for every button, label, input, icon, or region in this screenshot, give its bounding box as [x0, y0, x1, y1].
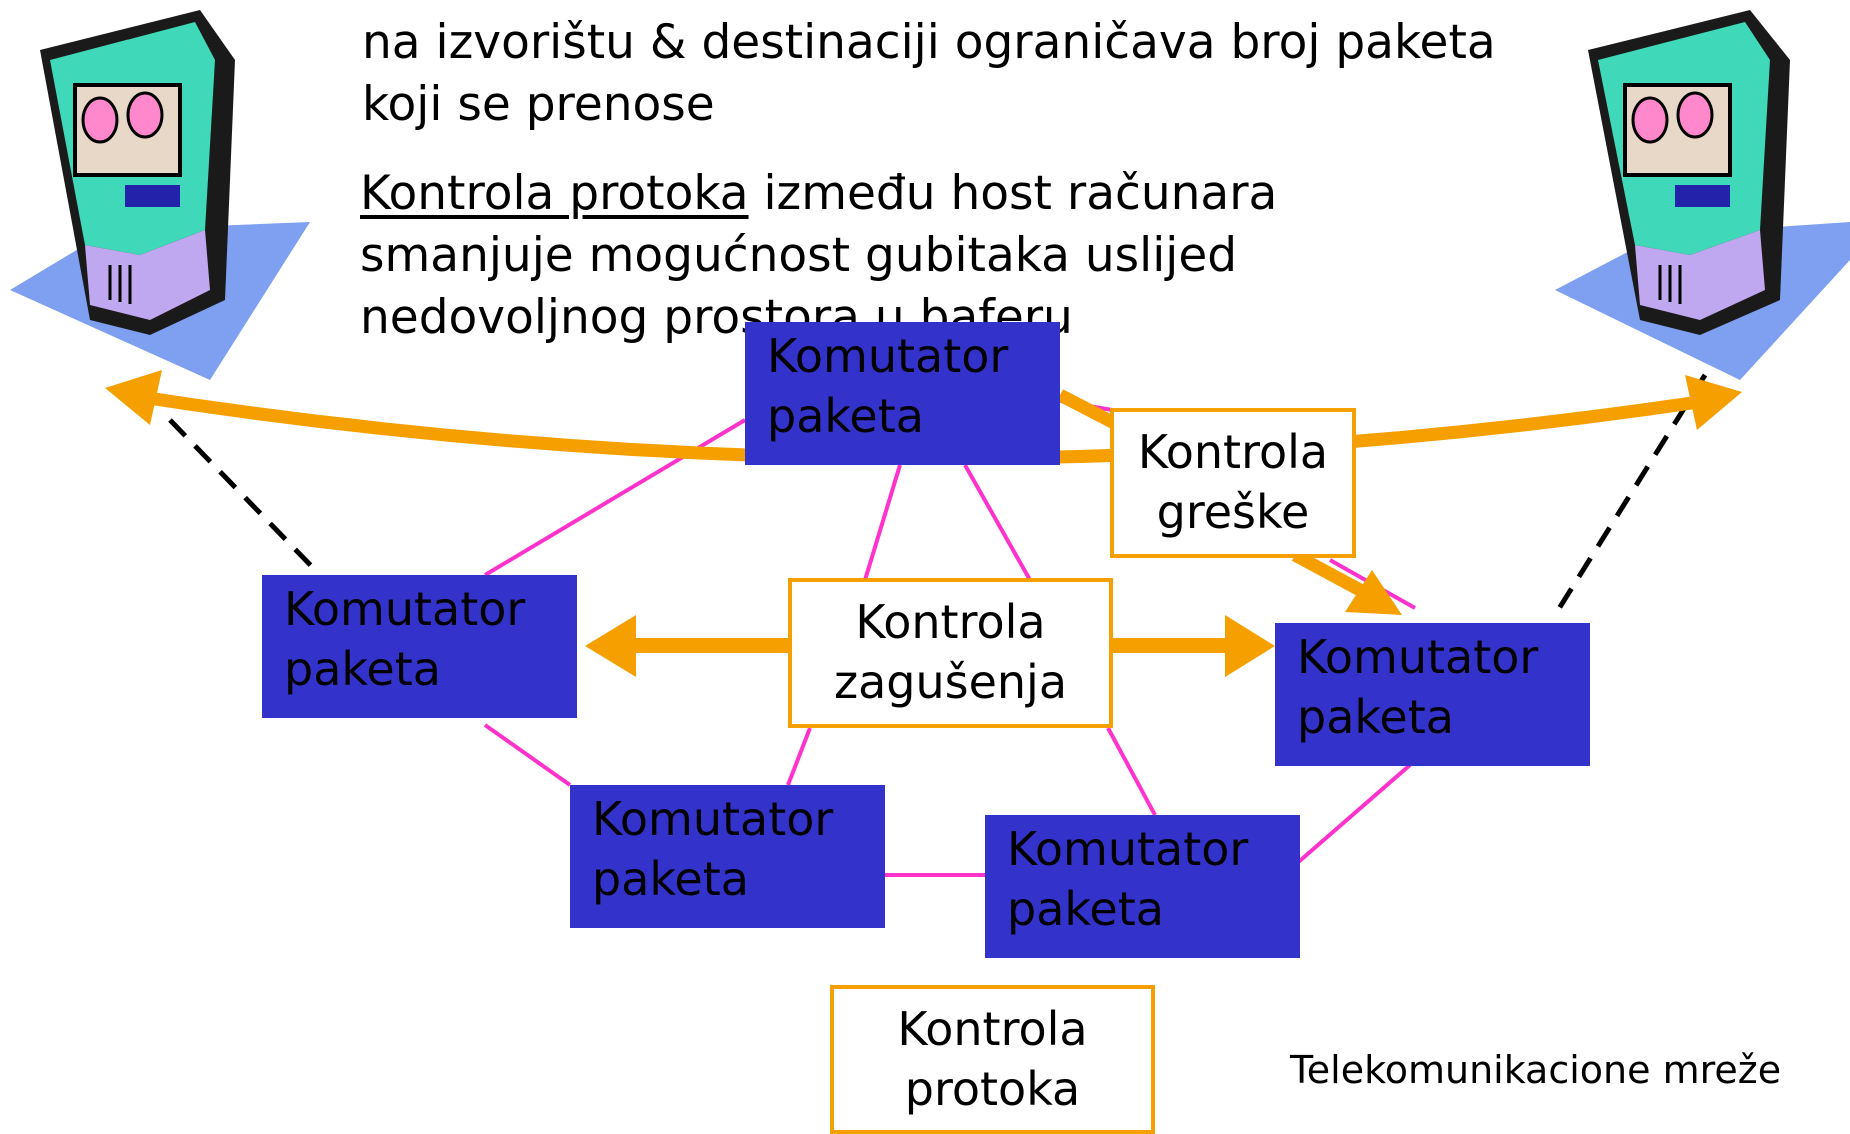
- congestion-control-line1: Kontrola: [855, 595, 1046, 649]
- error-control-arrow: [1057, 389, 1402, 615]
- switch-label-line1: Komutator: [767, 329, 1009, 383]
- switch-label-line2: paketa: [592, 852, 749, 906]
- packet-switch-bottom-left: Komutator paketa: [570, 785, 885, 928]
- switch-label-line2: paketa: [1297, 690, 1454, 744]
- switch-label-line2: paketa: [284, 642, 441, 696]
- text-line-3: Kontrola protoka između host računara: [360, 163, 1277, 225]
- flow-control-term: Kontrola protoka: [360, 166, 749, 221]
- congestion-control-line2: zagušenja: [833, 655, 1068, 709]
- footer-text: Telekomunikacione mreže: [1290, 1048, 1782, 1092]
- packet-switch-right: Komutator paketa: [1275, 623, 1590, 766]
- host-links: [168, 373, 1708, 617]
- error-control-line2: greške: [1156, 485, 1310, 539]
- flow-control-line1: Kontrola: [897, 1002, 1088, 1056]
- error-control-box: Kontrola greške: [1110, 408, 1356, 558]
- switch-label-line2: paketa: [1007, 882, 1164, 936]
- flow-control-line2: protoka: [904, 1062, 1081, 1116]
- packet-switch-bottom-right: Komutator paketa: [985, 815, 1300, 958]
- host-computer-icon: [1555, 10, 1850, 380]
- packet-switch-top: Komutator paketa: [745, 322, 1060, 465]
- switch-label-line1: Komutator: [1007, 822, 1249, 876]
- switch-label-line1: Komutator: [592, 792, 834, 846]
- text-line-2: koji se prenose: [362, 77, 715, 132]
- switch-label-line1: Komutator: [284, 582, 526, 636]
- text-line-4: smanjuje mogućnost gubitaka uslijed: [360, 228, 1238, 283]
- text-line-3-rest: između host računara: [748, 166, 1278, 221]
- congestion-control-box: Kontrola zagušenja: [788, 578, 1113, 728]
- host-computer-icon: [10, 10, 310, 380]
- error-control-line1: Kontrola: [1137, 425, 1329, 479]
- text-line-partial: na izvorištu & destinaciji ograničava br…: [362, 15, 1496, 70]
- congestion-control-arrows: [585, 615, 1275, 677]
- switch-label-line2: paketa: [767, 389, 924, 443]
- flow-control-box: Kontrola protoka: [830, 985, 1155, 1134]
- switch-label-line1: Komutator: [1297, 630, 1539, 684]
- packet-switch-left: Komutator paketa: [262, 575, 577, 718]
